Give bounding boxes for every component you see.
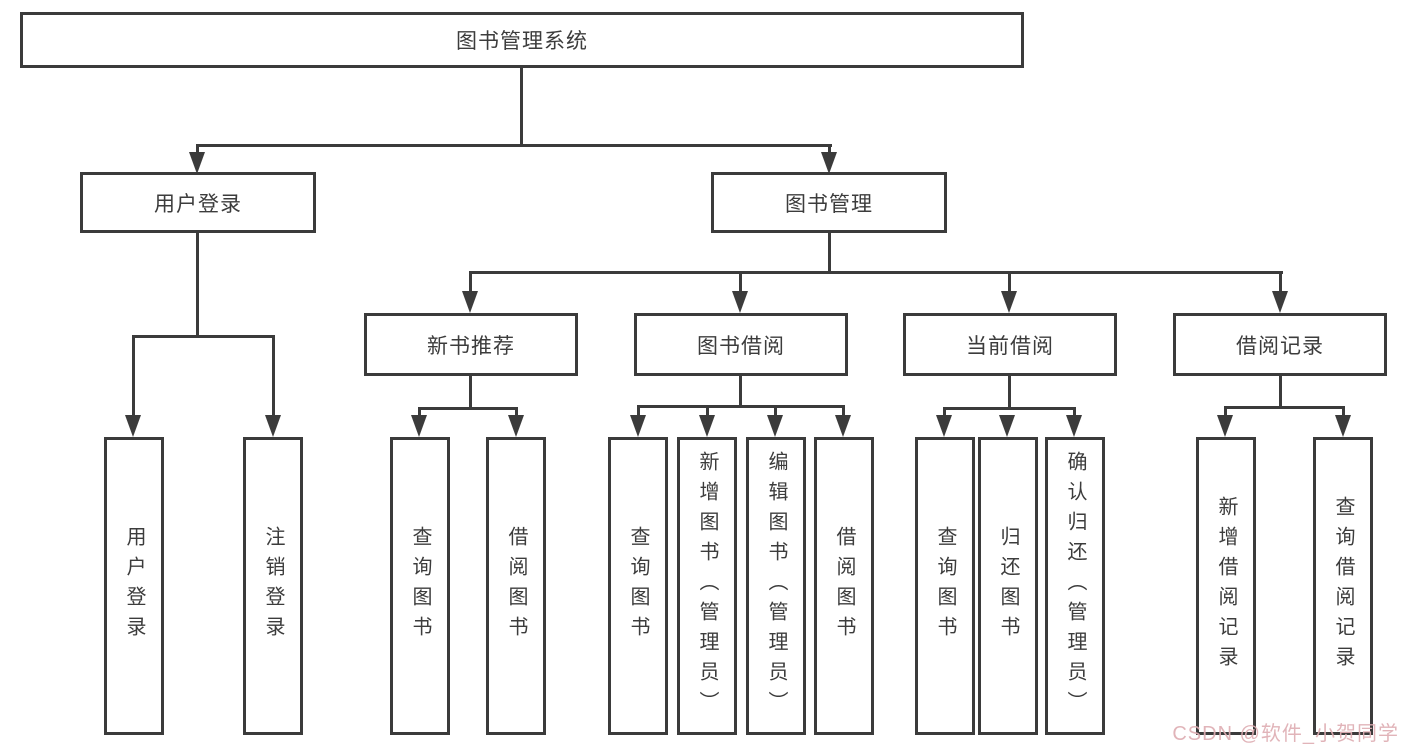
node-user-login-label: 用户登录 (154, 192, 242, 216)
connector-line (1073, 407, 1076, 419)
arrowhead-down-icon (125, 415, 141, 437)
connector-line (842, 405, 845, 419)
arrowhead-down-icon (1001, 291, 1017, 313)
leaf-user-login: 用户登录 (104, 437, 164, 735)
connector-line (637, 405, 640, 419)
connector-line (1224, 406, 1227, 419)
node-current-borrow-label: 当前借阅 (966, 334, 1054, 358)
connector-line (1008, 271, 1011, 295)
connector-line (520, 68, 523, 145)
arrowhead-down-icon (462, 291, 478, 313)
arrowhead-down-icon (265, 415, 281, 437)
node-root-system: 图书管理系统 (20, 12, 1024, 68)
arrowhead-down-icon (732, 291, 748, 313)
arrowhead-down-icon (936, 415, 952, 437)
arrowhead-down-icon (767, 415, 783, 437)
connector-line (706, 405, 709, 419)
connector-line (1279, 271, 1282, 295)
node-current-borrow: 当前借阅 (903, 313, 1117, 376)
leaf-borrow-books-recommend: 借阅图书 (486, 437, 546, 735)
connector-line (943, 407, 1076, 410)
leaf-query-books-recommend: 查询图书 (390, 437, 450, 735)
arrowhead-down-icon (1217, 415, 1233, 437)
leaf-edit-books-admin: 编辑图书（管理员） (746, 437, 806, 735)
arrowhead-down-icon (835, 415, 851, 437)
arrowhead-down-icon (411, 415, 427, 437)
leaf-query-books-borrow: 查询图书 (608, 437, 668, 735)
connector-line (739, 376, 742, 407)
node-book-borrow: 图书借阅 (634, 313, 848, 376)
connector-line (469, 271, 472, 295)
leaf-add-books-admin: 新增图书（管理员） (677, 437, 737, 735)
node-new-book-recommend: 新书推荐 (364, 313, 578, 376)
connector-line (196, 144, 199, 154)
leaf-borrow-books: 借阅图书 (814, 437, 874, 735)
csdn-watermark: CSDN @软件_小贺同学 (1172, 723, 1399, 745)
connector-line (828, 233, 831, 273)
connector-line (1342, 406, 1345, 419)
arrowhead-down-icon (999, 415, 1015, 437)
arrowhead-down-icon (1335, 415, 1351, 437)
arrowhead-down-icon (821, 152, 837, 174)
connector-line (272, 335, 275, 420)
connector-line (1008, 376, 1011, 409)
node-book-borrow-label: 图书借阅 (697, 334, 785, 358)
leaf-logout: 注销登录 (243, 437, 303, 735)
leaf-return-books: 归还图书 (978, 437, 1038, 735)
node-user-login: 用户登录 (80, 172, 316, 233)
arrowhead-down-icon (1272, 291, 1288, 313)
connector-line (418, 407, 518, 410)
connector-line (132, 335, 275, 338)
arrowhead-down-icon (508, 415, 524, 437)
arrowhead-down-icon (630, 415, 646, 437)
connector-line (469, 376, 472, 409)
leaf-confirm-return-admin: 确认归还（管理员） (1045, 437, 1105, 735)
connector-line (418, 407, 421, 419)
node-book-management: 图书管理 (711, 172, 947, 233)
connector-line (132, 335, 135, 420)
connector-line (1279, 376, 1282, 408)
connector-line (943, 407, 946, 419)
connector-line (196, 144, 832, 147)
node-book-management-label: 图书管理 (785, 192, 873, 216)
connector-line (1224, 406, 1345, 409)
node-borrow-record: 借阅记录 (1173, 313, 1387, 376)
connector-line (196, 233, 199, 336)
connector-line (515, 407, 518, 419)
node-borrow-record-label: 借阅记录 (1236, 334, 1324, 358)
leaf-query-books-current: 查询图书 (915, 437, 975, 735)
arrowhead-down-icon (189, 152, 205, 174)
connector-line (637, 405, 844, 408)
arrowhead-down-icon (699, 415, 715, 437)
connector-line (469, 271, 1283, 274)
arrowhead-down-icon (1066, 415, 1082, 437)
connector-line (739, 271, 742, 295)
leaf-add-borrow-record: 新增借阅记录 (1196, 437, 1256, 735)
node-root-label: 图书管理系统 (456, 30, 588, 53)
connector-line (828, 144, 831, 154)
node-new-book-recommend-label: 新书推荐 (427, 334, 515, 358)
leaf-query-borrow-record: 查询借阅记录 (1313, 437, 1373, 735)
connector-line (774, 405, 777, 419)
